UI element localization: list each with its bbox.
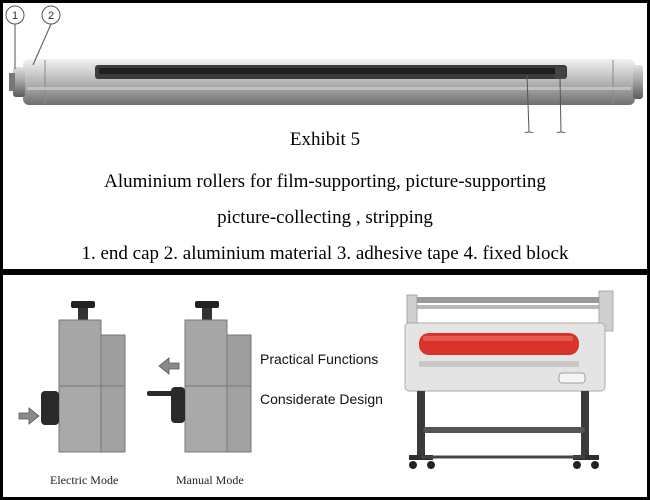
end-cap-left [13, 67, 25, 97]
laminator-machine-image [404, 290, 614, 469]
end-cap-right [633, 65, 643, 99]
callout-1: 1 [5, 5, 25, 69]
exhibit-description-line-2: picture-collecting , stripping [217, 207, 433, 228]
callout-4: 4 [555, 76, 567, 133]
roller-exhibit-panel: 1 2 3 4 Exhibit 5 Aluminium rollers for … [3, 3, 647, 269]
exhibit-title: Exhibit 5 [289, 129, 361, 150]
arrow-right-icon [18, 407, 40, 425]
callout-3: 3 [523, 74, 535, 133]
aluminium-roller-illustration: 1 2 3 4 [5, 5, 643, 133]
callout-2: 2 [32, 5, 61, 66]
mode-and-machine-illustration [18, 290, 614, 469]
manual-mode-diagram [147, 301, 252, 453]
exhibit-description-line-1: Aluminium rollers for film-supporting, p… [104, 171, 546, 192]
considerate-design-label: Considerate Design [260, 391, 383, 407]
arrow-left-icon [158, 357, 180, 375]
svg-text:1: 1 [12, 10, 18, 22]
svg-text:2: 2 [48, 10, 54, 22]
electric-mode-label: Electric Mode [50, 473, 119, 487]
end-cap-shaft [9, 73, 15, 91]
fixed-block [555, 67, 565, 79]
parts-legend: 1. end cap 2. aluminium material 3. adhe… [81, 243, 569, 264]
electric-mode-diagram [18, 301, 126, 453]
manual-mode-label: Manual Mode [176, 473, 244, 487]
practical-functions-label: Practical Functions [260, 351, 379, 367]
laminator-modes-panel: Practical Functions Considerate Design E… [3, 275, 647, 497]
